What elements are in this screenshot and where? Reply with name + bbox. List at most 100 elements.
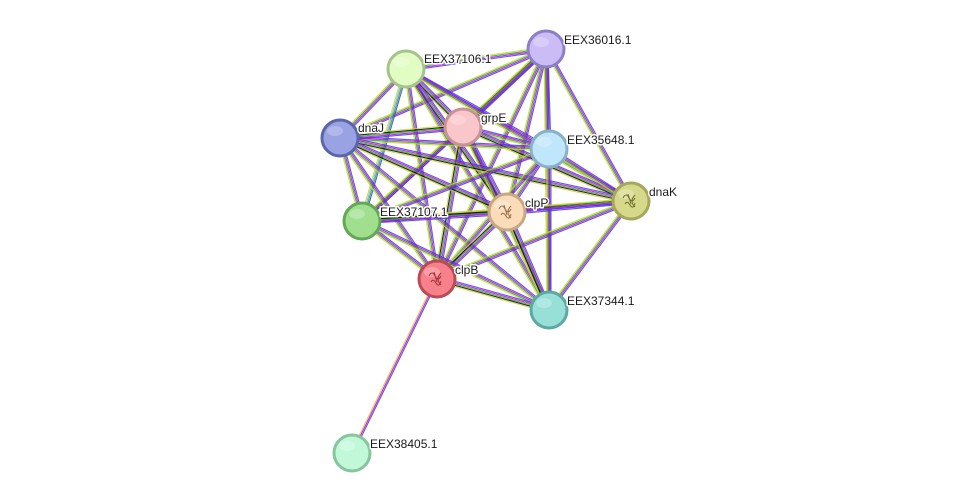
edge-evidence-line (340, 49, 547, 140)
node-circle[interactable] (526, 29, 566, 69)
node-grpE[interactable]: grpE (443, 107, 508, 147)
edge-evidence-line (339, 138, 507, 214)
edge-evidence-line (437, 127, 465, 280)
edge-evidence-line (546, 48, 633, 201)
edge-evidence-line (406, 68, 551, 310)
edge-EEX35648.1-EEX37107.1[interactable] (361, 146, 550, 224)
node-circle[interactable] (342, 201, 382, 241)
edge-evidence-line (435, 48, 546, 279)
edge-dnaJ-EEX37344.1[interactable] (338, 136, 551, 312)
edge-clpP-EEX37107.1[interactable] (361, 208, 508, 225)
edge-evidence-line (339, 137, 508, 213)
node-circle[interactable] (443, 107, 483, 147)
edge-EEX37106.1-EEX37344.1[interactable] (403, 67, 552, 312)
edge-dnaJ-clpP[interactable] (338, 135, 509, 215)
protein-structure-icon (498, 204, 512, 219)
edge-dnaJ-EEX35648.1[interactable] (339, 135, 550, 152)
node-highlight (450, 115, 466, 125)
edge-dnaK-EEX37344.1[interactable] (547, 199, 633, 312)
edge-EEX36016.1-EEX37106.1[interactable] (405, 46, 547, 72)
edge-evidence-line (406, 50, 547, 72)
edge-evidence-line (340, 136, 551, 309)
node-clpP[interactable]: clpP (487, 192, 550, 232)
edge-evidence-line (507, 49, 548, 213)
edge-EEX36016.1-dnaK[interactable] (543, 47, 634, 203)
protein-structure-icon (428, 271, 442, 286)
edge-evidence-line (547, 47, 634, 201)
node-EEX36016.1[interactable]: EEX36016.1 (526, 29, 633, 69)
node-highlight (424, 267, 440, 277)
edge-evidence-line (340, 50, 547, 141)
node-clpB[interactable]: clpB (417, 259, 480, 299)
edge-evidence-line (362, 214, 508, 225)
edge-evidence-line (406, 66, 551, 148)
node-circle[interactable] (529, 290, 569, 330)
edge-evidence-line (339, 138, 549, 311)
node-highlight (393, 57, 409, 67)
edge-layer (337, 46, 634, 454)
node-circle[interactable] (386, 49, 426, 89)
edge-evidence-line (438, 49, 549, 281)
edge-evidence-line (339, 126, 464, 139)
edge-evidence-line (340, 136, 632, 201)
edge-evidence-line (437, 275, 550, 309)
edge-EEX36016.1-clpB[interactable] (434, 47, 549, 281)
edge-EEX35648.1-EEX37344.1[interactable] (546, 149, 552, 310)
edge-evidence-line (339, 138, 549, 151)
edge-evidence-line (361, 147, 549, 221)
node-EEX37106.1[interactable]: EEX37106.1 (386, 49, 493, 89)
edge-evidence-line (361, 221, 549, 312)
edge-evidence-line (547, 199, 630, 310)
edge-evidence-line (339, 123, 463, 136)
node-EEX35648.1[interactable]: EEX35648.1 (529, 129, 636, 169)
edge-evidence-line (362, 218, 551, 309)
node-label: dnaJ (358, 121, 384, 135)
edge-evidence-line (406, 49, 547, 71)
edge-evidence-line (437, 49, 548, 280)
node-circle[interactable] (529, 129, 569, 169)
node-label: dnaK (649, 185, 677, 199)
edge-evidence-line (340, 136, 508, 212)
edge-evidence-line (361, 146, 549, 220)
edge-dnaJ-dnaK[interactable] (339, 134, 632, 205)
node-label: clpP (525, 196, 548, 210)
node-EEX38405.1[interactable]: EEX38405.1 (332, 433, 439, 473)
node-highlight (339, 441, 355, 451)
edge-evidence-line (360, 222, 549, 313)
node-circle[interactable] (332, 433, 372, 473)
edge-evidence-line (437, 201, 632, 281)
node-highlight (533, 37, 549, 47)
edge-dnaK-clpB[interactable] (436, 198, 632, 282)
edge-clpB-EEX38405.1[interactable] (350, 278, 439, 454)
edge-evidence-line (339, 138, 631, 203)
node-dnaK[interactable]: dnaK (611, 181, 679, 221)
node-highlight (536, 137, 552, 147)
node-circle[interactable] (320, 118, 360, 158)
edge-evidence-line (362, 212, 508, 223)
edge-evidence-line (548, 200, 631, 310)
node-label: EEX35648.1 (567, 133, 635, 147)
node-EEX37344.1[interactable]: EEX37344.1 (529, 290, 636, 330)
edge-evidence-line (507, 203, 632, 216)
edge-evidence-line (436, 280, 549, 314)
edge-evidence-line (405, 46, 546, 68)
node-dnaJ[interactable]: dnaJ (320, 118, 386, 158)
edge-evidence-line (361, 126, 463, 221)
edge-evidence-line (436, 126, 464, 280)
node-highlight (536, 298, 552, 308)
edge-evidence-line (435, 126, 463, 279)
node-label: clpB (455, 263, 478, 277)
node-label: EEX38405.1 (370, 437, 438, 451)
edge-grpE-clpB[interactable] (433, 126, 467, 280)
edge-evidence-line (352, 279, 439, 454)
node-EEX37107.1[interactable]: EEX37107.1 (342, 201, 449, 241)
edge-evidence-line (433, 126, 461, 279)
edge-EEX37107.1-EEX37344.1[interactable] (360, 218, 551, 313)
node-highlight (349, 209, 365, 219)
edge-evidence-line (403, 69, 548, 312)
edge-evidence-line (436, 199, 631, 279)
edge-evidence-line (340, 135, 550, 148)
edge-evidence-line (338, 139, 549, 312)
